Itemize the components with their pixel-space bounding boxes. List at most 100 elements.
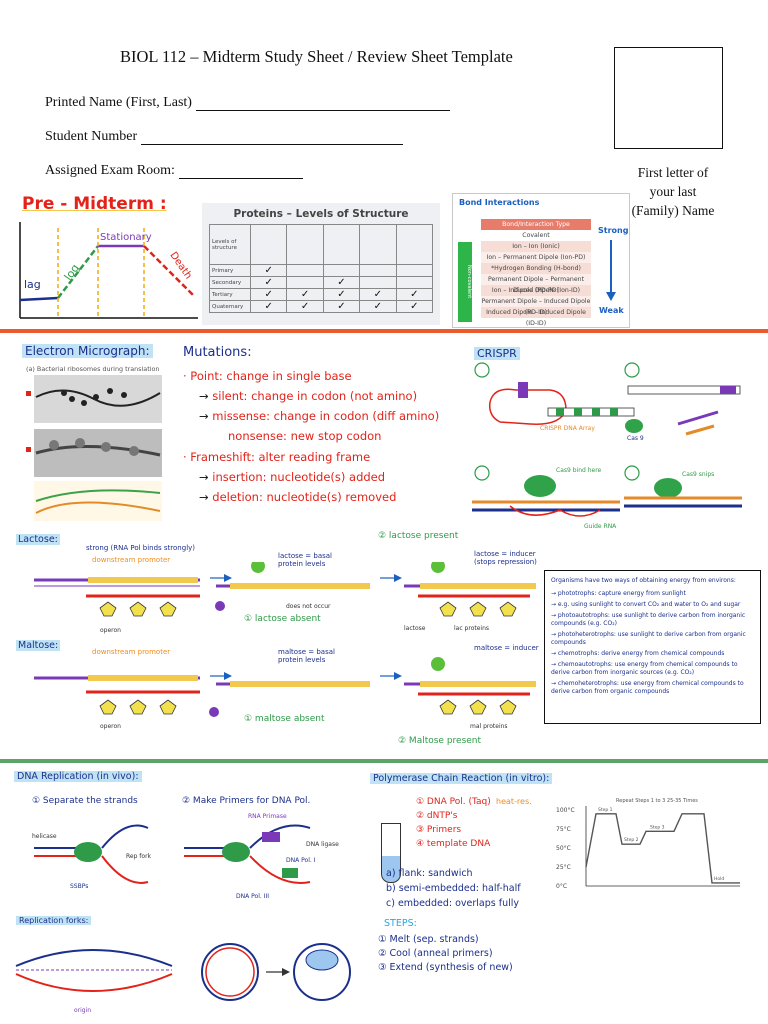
empty-cell bbox=[322, 264, 361, 277]
pcr-flank: a) flank: sandwich bbox=[386, 868, 473, 879]
crispr-array-label: CRISPR DNA Array bbox=[540, 425, 595, 432]
crispr-diagram: CRISPR DNA Array Cas 9 Cas9 bind here Gu… bbox=[472, 362, 742, 530]
dna-pol3-label: DNA Pol. III bbox=[236, 893, 269, 900]
mutation-point: · Point: change in single base bbox=[183, 369, 352, 383]
maltose-inducer: maltose = inducer bbox=[474, 644, 539, 652]
helicase-label: helicase bbox=[32, 833, 57, 840]
proteins-table: Levels of structure Primary✓Secondary✓✓T… bbox=[209, 224, 434, 313]
energy-notes-box: Organisms have two ways of obtaining ene… bbox=[544, 570, 761, 724]
pcr-tick-label: 0°C bbox=[556, 883, 567, 890]
green-separator bbox=[0, 759, 768, 763]
replication-step2: ② Make Primers for DNA Pol. bbox=[182, 796, 311, 806]
protein-row: Secondary✓✓ bbox=[209, 276, 434, 289]
pcr-item-3: ③ Primers bbox=[416, 825, 462, 835]
energy-line: → chemoheterotrophs: use energy from che… bbox=[551, 680, 744, 695]
maltose-operon-label: operon bbox=[100, 723, 121, 730]
energy-line: → photoheterotrophs: use sunlight to der… bbox=[551, 631, 746, 646]
lactose-word: lactose bbox=[404, 625, 426, 632]
energy-line: → chemotrophs: derive energy from chemic… bbox=[551, 650, 725, 657]
empty-cell bbox=[286, 264, 324, 277]
pcr-temperature-chart: Repeat Steps 1 to 3 25-35 Times 100°C75°… bbox=[556, 798, 740, 890]
empty-cell bbox=[286, 276, 324, 289]
exam-room-label: Assigned Exam Room: bbox=[45, 163, 175, 178]
protein-row: Tertiary✓✓✓✓✓ bbox=[209, 288, 434, 301]
pcr-step-label: Step 3 bbox=[650, 824, 665, 830]
bond-interactions-panel: Bond Interactions Bond/Interaction Type … bbox=[452, 193, 630, 328]
empty-cell bbox=[359, 276, 397, 289]
printed-name-line[interactable] bbox=[195, 96, 450, 111]
bond-row: Induced Dipole – Induced Dipole (ID-ID) bbox=[481, 307, 591, 327]
mutation-insertion: insertion: nucleotide(s) added bbox=[212, 470, 386, 484]
lactose-basal: lactose = basal protein levels bbox=[278, 552, 332, 568]
lactose-operon-label: operon bbox=[100, 627, 121, 634]
lac-proteins-label: lac proteins bbox=[454, 625, 489, 632]
ssbps-label: SSBPs bbox=[70, 883, 88, 890]
cas9-bind-label: Cas9 bind here bbox=[556, 467, 602, 474]
cas9-snips-label: Cas9 snips bbox=[682, 471, 714, 478]
energy-line: → photoautotrophs: use sunlight to deriv… bbox=[551, 612, 746, 627]
check-icon: ✓ bbox=[359, 288, 397, 301]
mutations-heading: Mutations: bbox=[183, 345, 252, 360]
lag-label: lag bbox=[24, 278, 41, 291]
check-icon: ✓ bbox=[249, 264, 288, 277]
mutation-frameshift: · Frameshift: alter reading frame bbox=[183, 450, 371, 464]
pcr-steps: ① Melt (sep. strands) ② Cool (anneal pri… bbox=[378, 933, 513, 975]
lactose-absent: ① lactose absent bbox=[244, 614, 321, 624]
student-number-field[interactable]: Student Number bbox=[45, 129, 404, 145]
pcr-step-2: ② Cool (anneal primers) bbox=[378, 948, 493, 959]
lactose-heading: Lactose: bbox=[16, 534, 60, 545]
mutation-nonsense: nonsense: new stop codon bbox=[228, 429, 382, 443]
bond-title: Bond Interactions bbox=[459, 198, 540, 207]
protein-row: Quaternary✓✓✓✓✓ bbox=[209, 300, 434, 313]
bond-header: Bond/Interaction Type bbox=[481, 219, 591, 230]
bond-row: Ion – Ion (Ionic) bbox=[481, 241, 591, 252]
check-icon: ✓ bbox=[395, 300, 434, 313]
replication-step1: ① Separate the strands bbox=[32, 796, 138, 806]
pcr-item-1: ① DNA Pol. (Taq) bbox=[416, 797, 491, 807]
stationary-label: Stationary bbox=[100, 232, 152, 243]
bond-row: *Hydrogen Bonding (H-bond) bbox=[481, 263, 591, 274]
pcr-step-3: ③ Extend (synthesis of new) bbox=[378, 962, 513, 973]
mutation-deletion: deletion: nucleotide(s) removed bbox=[212, 490, 397, 504]
check-icon: ✓ bbox=[322, 300, 361, 313]
exam-room-field[interactable]: Assigned Exam Room: bbox=[45, 163, 303, 179]
lactose-operon-diagram: operon does not occur lactose lac protei… bbox=[34, 562, 536, 634]
bond-row: Permanent Dipole – Induced Dipole (PD-ID… bbox=[481, 296, 591, 316]
mutation-insertion-row: → insertion: nucleotide(s) added bbox=[199, 470, 386, 484]
pcr-heading: Polymerase Chain Reaction (in vitro): bbox=[370, 773, 553, 784]
pcr-tick-label: 25°C bbox=[556, 864, 571, 871]
maltose-present: ② Maltose present bbox=[398, 736, 482, 746]
protein-row: Primary✓ bbox=[209, 264, 434, 277]
dna-ligase-label: DNA ligase bbox=[306, 841, 339, 848]
student-number-line[interactable] bbox=[141, 130, 404, 145]
printed-name-field[interactable]: Printed Name (First, Last) bbox=[45, 95, 450, 111]
exam-room-line[interactable] bbox=[178, 164, 303, 179]
log-label: log bbox=[62, 262, 82, 283]
pcr-ingredients: ① DNA Pol. (Taq) ② dNTP's ③ Primers ④ te… bbox=[416, 795, 491, 851]
pcr-heat-res: heat-res. bbox=[496, 797, 532, 806]
maltose-operon-diagram: operon mal proteins bbox=[34, 657, 536, 730]
last-initial-box[interactable] bbox=[614, 47, 723, 149]
lactose-does-not: does not occur bbox=[286, 603, 331, 610]
lactose-inducer: lactose = inducer (stops repression) bbox=[474, 550, 537, 566]
lactose-downstream: downstream promoter bbox=[92, 556, 171, 564]
pcr-tick-label: 100°C bbox=[556, 807, 575, 814]
lactose-strong-note: strong (RNA Pol binds strongly) bbox=[86, 544, 196, 552]
rna-primase-label: RNA Primase bbox=[248, 813, 287, 820]
strength-arrow bbox=[606, 240, 616, 301]
rep-fork-label: Rep fork bbox=[126, 853, 152, 860]
replication-diagram: Rep fork helicase SSBPs RNA Primase DNA … bbox=[32, 813, 339, 900]
pcr-embedded: c) embedded: overlaps fully bbox=[386, 898, 519, 909]
bond-row: Ion – Induced Dipole (Ion-ID) bbox=[481, 285, 591, 296]
energy-line: → phototrophs: capture energy from sunli… bbox=[551, 590, 686, 597]
energy-line: → chemoautotrophs: use energy from chemi… bbox=[551, 661, 738, 676]
check-icon: ✓ bbox=[249, 276, 288, 289]
empty-cell bbox=[395, 264, 434, 277]
growth-curve-diagram: lag log Stationary Death bbox=[19, 222, 198, 319]
pcr-step-label: Hold bbox=[714, 876, 724, 882]
replication-heading: DNA Replication (in vivo): bbox=[14, 771, 142, 782]
pcr-primer-types: a) flank: sandwich b) semi-embedded: hal… bbox=[386, 866, 521, 911]
energy-intro: Organisms have two ways of obtaining ene… bbox=[551, 577, 736, 584]
mutation-deletion-row: → deletion: nucleotide(s) removed bbox=[199, 490, 397, 504]
pcr-semi: b) semi-embedded: half-half bbox=[386, 883, 521, 894]
